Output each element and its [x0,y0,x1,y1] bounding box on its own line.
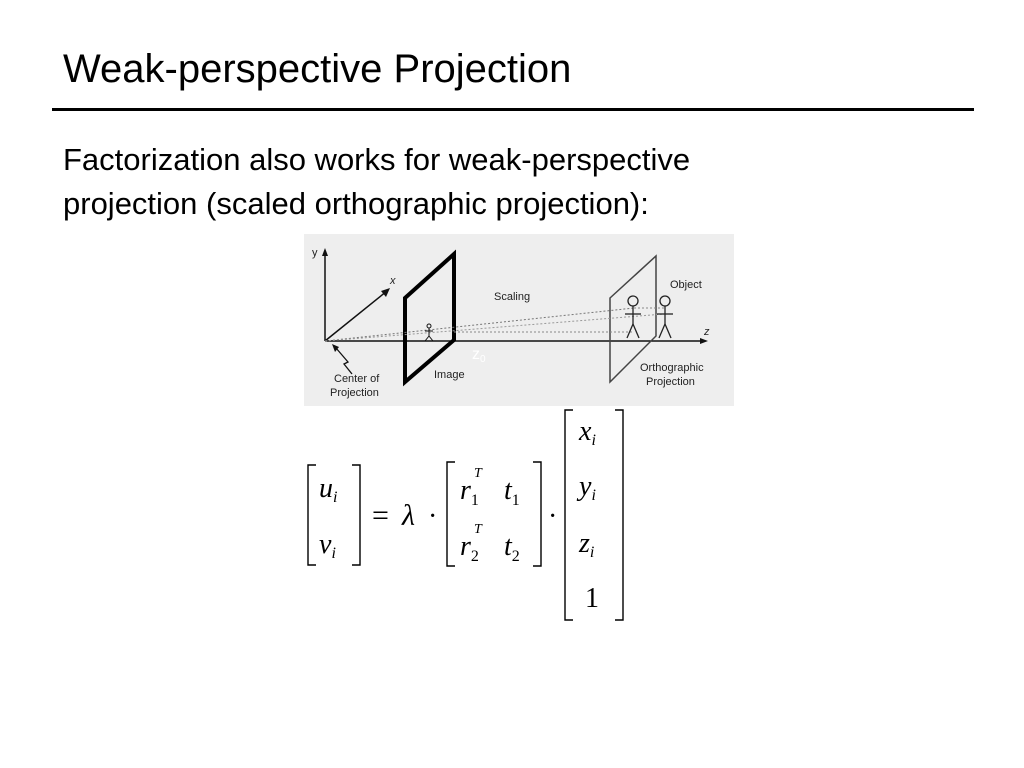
r2-transpose: T [474,522,483,537]
matrix-right-bracket [533,461,542,567]
center-pointer-arrow [335,347,353,375]
body-text: Factorization also works for weak-perspe… [63,138,690,226]
x-axis-arrow [381,288,390,297]
image-stick-figure [424,323,434,342]
z0-label: z0 [472,346,486,365]
xyz-right-bracket [615,409,624,621]
r1-symbol: r1 [460,475,479,509]
center-label-line-2: Projection [330,387,379,399]
figure-background [304,234,734,406]
z-axis-arrow [700,338,708,344]
orthographic-plane [609,254,657,384]
equals-sign: = [372,499,389,532]
uv-right-bracket [352,464,361,566]
projection-ray-middle [324,313,665,342]
y-symbol: yi [576,471,596,504]
body-line-2: projection (scaled orthographic projecti… [63,186,649,221]
dot-operator-2: · [548,501,557,532]
y-axis-arrow [322,248,328,256]
dot-operator-1: · [428,501,437,532]
xyz-left-bracket [564,409,573,621]
image-plane [403,249,456,387]
scaling-label: Scaling [494,291,530,303]
v-symbol: vi [319,529,336,562]
object-label: Object [670,279,702,291]
lambda-symbol: λ [401,499,415,532]
matrix-left-bracket [446,461,455,567]
weak-perspective-figure: y x z Scaling Object z0 Image Center [304,234,734,406]
title-divider [52,108,974,111]
center-pointer-head [332,344,339,352]
image-label: Image [434,369,465,381]
slide-title: Weak-perspective Projection [63,47,572,91]
t1-symbol: t1 [504,475,520,509]
object-stick-figure [657,295,673,339]
projection-equation: ui vi = λ · r1 T t1 r2 T t2 · xi yi zi 1 [307,409,624,621]
z-axis-label: z [703,326,710,338]
r2-symbol: r2 [460,531,479,565]
center-label-line-1: Center of [334,373,380,385]
r1-transpose: T [474,466,483,481]
x-axis-label: x [389,275,396,287]
z-symbol: zi [578,528,594,561]
ortho-label-line-2: Projection [646,376,695,388]
x-symbol: xi [578,416,596,449]
uv-left-bracket [307,464,316,566]
t2-symbol: t2 [504,531,520,565]
x-axis [324,290,388,342]
y-axis-label: y [312,247,318,259]
body-line-1: Factorization also works for weak-perspe… [63,142,691,177]
u-symbol: ui [319,473,337,506]
projected-stick-figure [625,295,641,339]
homogeneous-one: 1 [585,583,599,614]
ortho-label-line-1: Orthographic [640,362,704,374]
